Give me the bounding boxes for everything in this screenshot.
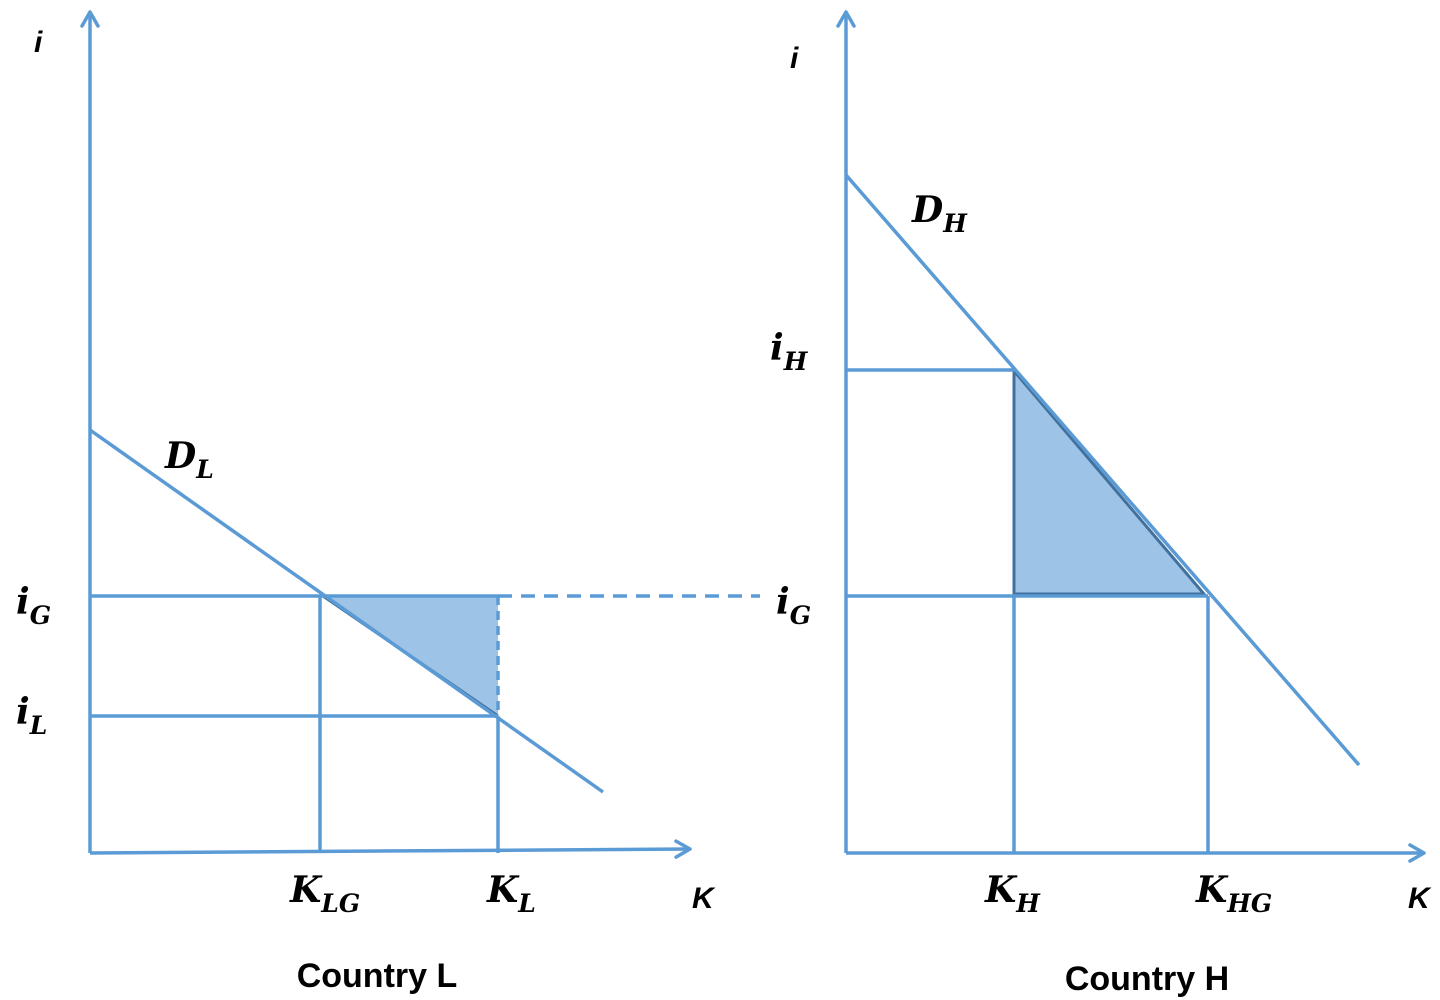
panel-country-l: i K DL iG iL KLG KL Country L — [16, 10, 760, 995]
quantity-label-khg-main: K — [1195, 869, 1229, 911]
rate-label-ih-main: i — [770, 327, 784, 369]
rate-label-ig-h-main: i — [776, 581, 790, 623]
demand-label-h-sub: H — [942, 209, 968, 238]
demand-label-l-main: D — [164, 435, 196, 477]
quantity-label-klg-main: K — [289, 869, 323, 911]
caption-country-l: Country L — [297, 957, 458, 995]
rate-label-ig-l-main: i — [16, 581, 30, 623]
quantity-label-kl-main: K — [486, 869, 520, 911]
quantity-label-kl-sub: L — [517, 889, 536, 918]
rate-label-ih-sub: H — [783, 347, 809, 376]
caption-country-h: Country H — [1065, 960, 1229, 998]
demand-curve-l — [88, 428, 605, 794]
rate-label-ig-l: iG — [16, 581, 51, 630]
quantity-label-kh-main: K — [984, 869, 1018, 911]
rate-label-ig-h: iG — [776, 581, 811, 630]
rate-label-ig-l-sub: G — [30, 601, 51, 630]
quantity-label-kl: KL — [486, 869, 536, 918]
x-axis-label-h: K — [1408, 882, 1432, 915]
y-axis-label-l: i — [34, 26, 43, 59]
rate-label-il: iL — [16, 691, 47, 740]
quantity-label-klg: KLG — [289, 869, 360, 918]
rate-label-ih: iH — [770, 327, 809, 376]
shaded-gain-triangle-h — [1012, 366, 1208, 596]
demand-label-l-sub: L — [195, 455, 214, 484]
y-axis-label-h: i — [790, 42, 799, 75]
panel-country-h: i K DH iH iG KH KHG Country H — [770, 10, 1432, 998]
rate-label-ig-h-sub: G — [790, 601, 811, 630]
quantity-label-klg-sub: LG — [320, 889, 360, 918]
demand-label-l: DL — [164, 435, 214, 484]
quantity-label-kh: KH — [984, 869, 1041, 918]
demand-label-h: DH — [911, 189, 968, 238]
x-axis-l — [89, 839, 692, 859]
demand-curve-h — [844, 173, 1361, 767]
quantity-label-khg: KHG — [1195, 869, 1272, 918]
rate-label-il-main: i — [16, 691, 30, 733]
rate-label-il-sub: L — [29, 711, 48, 740]
demand-label-h-main: D — [911, 189, 943, 231]
quantity-label-kh-sub: H — [1015, 889, 1041, 918]
x-axis-label-l: K — [692, 882, 716, 915]
quantity-label-khg-sub: HG — [1226, 889, 1272, 918]
